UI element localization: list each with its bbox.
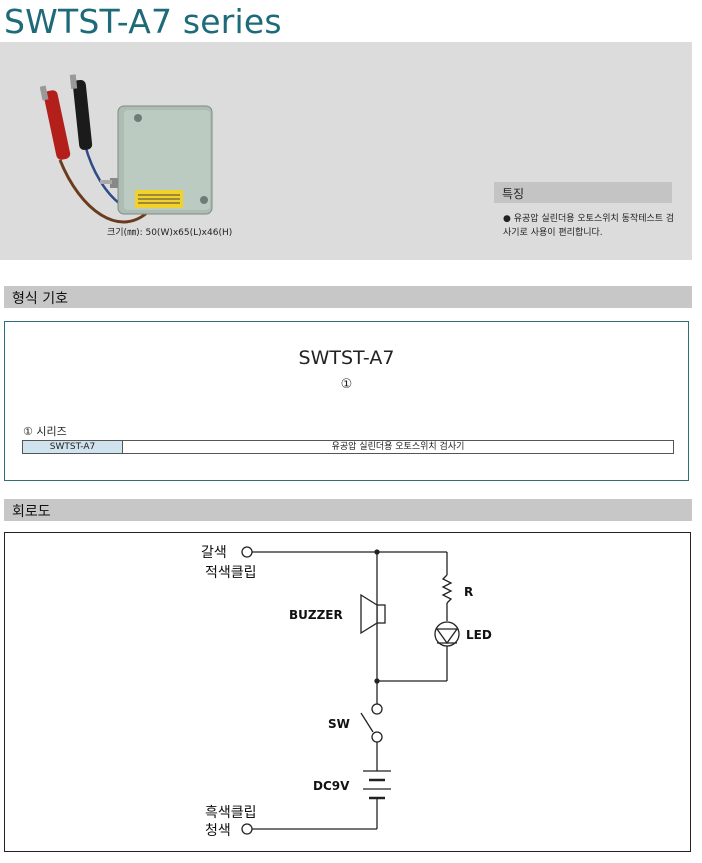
product-panel: 크기(㎜): 50(W)x65(L)x46(H) 특징 ● 유공압 실린더용 오… (0, 42, 692, 260)
model-code-box: SWTST-A7 ① ① 시리즈 SWTST-A7 유공압 실린더용 오토스위치… (4, 321, 689, 481)
model-code: SWTST-A7 (298, 347, 395, 369)
switch-contact-top (371, 703, 383, 715)
label-battery: DC9V (313, 779, 350, 793)
label-blue: 청색 (205, 823, 231, 839)
spec-table: SWTST-A7 유공압 실린더용 오토스위치 검사기 (22, 440, 674, 454)
size-caption: 크기(㎜): 50(W)x65(L)x46(H) (107, 228, 233, 238)
model-section-heading: 형식 기호 (4, 286, 692, 308)
label-red-clip: 적색클립 (205, 565, 257, 581)
circuit-section-title: 회로도 (12, 504, 51, 520)
circuit-section-heading: 회로도 (4, 499, 692, 521)
page-title: SWTST-A7 series (4, 2, 282, 41)
feature-title: 특징 (502, 187, 525, 201)
switch-lever (360, 712, 374, 733)
label-led: LED (466, 628, 492, 642)
label-resistor: R (464, 585, 473, 599)
feature-header: 특징 (494, 182, 672, 203)
label-buzzer: BUZZER (289, 608, 343, 622)
product-photo (40, 74, 213, 224)
label-brown: 갈색 (201, 545, 227, 561)
circuit-drawing: 갈색 적색클립 BUZZER R LED SW DC9V 흑색클립 청색 (201, 545, 492, 839)
buzzer-body (376, 604, 386, 624)
red-clip-terminal (241, 546, 253, 558)
label-switch: SW (328, 717, 350, 731)
series-label: ① 시리즈 (23, 425, 67, 438)
spec-desc-cell: 유공압 실린더용 오토스위치 검사기 (331, 442, 465, 452)
led-triangle (435, 628, 459, 645)
model-section-title: 형식 기호 (12, 291, 68, 307)
feature-text: ● 유공압 실린더용 오토스위치 동작테스트 검사기로 사용이 편리합니다. (503, 214, 675, 238)
buzzer-icon (360, 593, 378, 635)
resistor-icon (441, 574, 453, 604)
switch-contact-bottom (371, 731, 383, 743)
model-marker: ① (340, 377, 353, 392)
circuit-diagram: 갈색 적색클립 BUZZER R LED SW DC9V 흑색클립 청색 (4, 532, 691, 852)
spec-code-cell: SWTST-A7 (23, 441, 123, 453)
label-black-clip: 흑색클립 (205, 804, 257, 821)
black-clip-terminal (241, 823, 253, 835)
